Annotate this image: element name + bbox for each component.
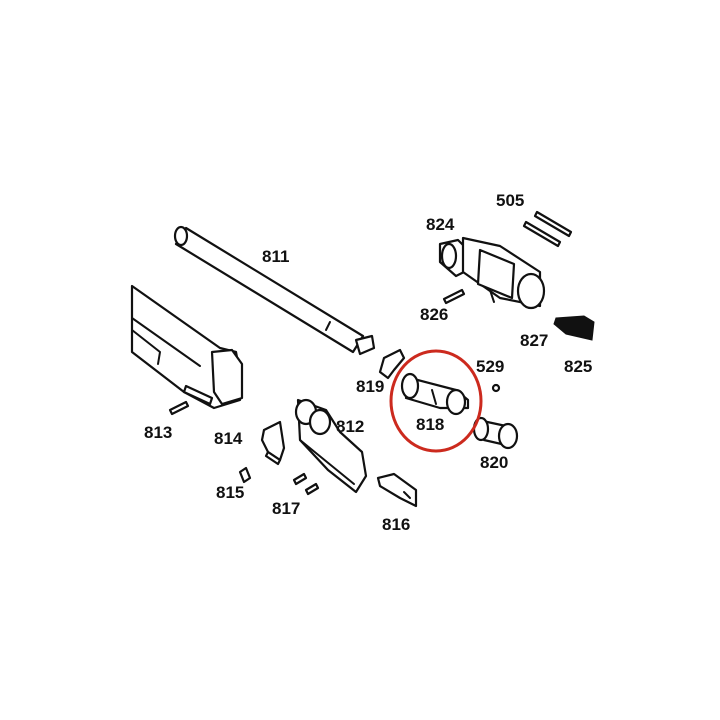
pin-817 [292, 472, 320, 496]
label-813: 813 [144, 423, 172, 442]
label-505: 505 [496, 191, 524, 210]
label-827: 827 [520, 331, 548, 350]
label-815: 815 [216, 483, 244, 502]
label-529: 529 [476, 357, 504, 376]
tube-811 [173, 225, 376, 356]
part-824 [438, 236, 546, 310]
clip-819 [378, 348, 406, 380]
highlight-circle [389, 349, 483, 453]
part-818 [400, 372, 470, 416]
frame-body [130, 284, 244, 410]
label-826: 826 [420, 305, 448, 324]
part-820 [472, 416, 519, 450]
label-819: 819 [356, 377, 384, 396]
part-814 [260, 420, 286, 466]
screw-815 [238, 466, 252, 484]
label-818: 818 [416, 415, 444, 434]
pin-813 [168, 400, 190, 416]
label-825: 825 [564, 357, 592, 376]
ball-529 [491, 383, 501, 393]
label-824: 824 [426, 215, 455, 234]
label-814: 814 [214, 429, 243, 448]
label-816: 816 [382, 515, 410, 534]
spring-825 [553, 315, 595, 341]
label-817: 817 [272, 499, 300, 518]
pin-505 [522, 210, 573, 248]
part-812 [294, 398, 368, 494]
label-811: 811 [262, 247, 289, 266]
label-812: 812 [336, 417, 364, 436]
pin-826 [442, 288, 466, 305]
label-820: 820 [480, 453, 508, 472]
part-816 [376, 472, 418, 508]
